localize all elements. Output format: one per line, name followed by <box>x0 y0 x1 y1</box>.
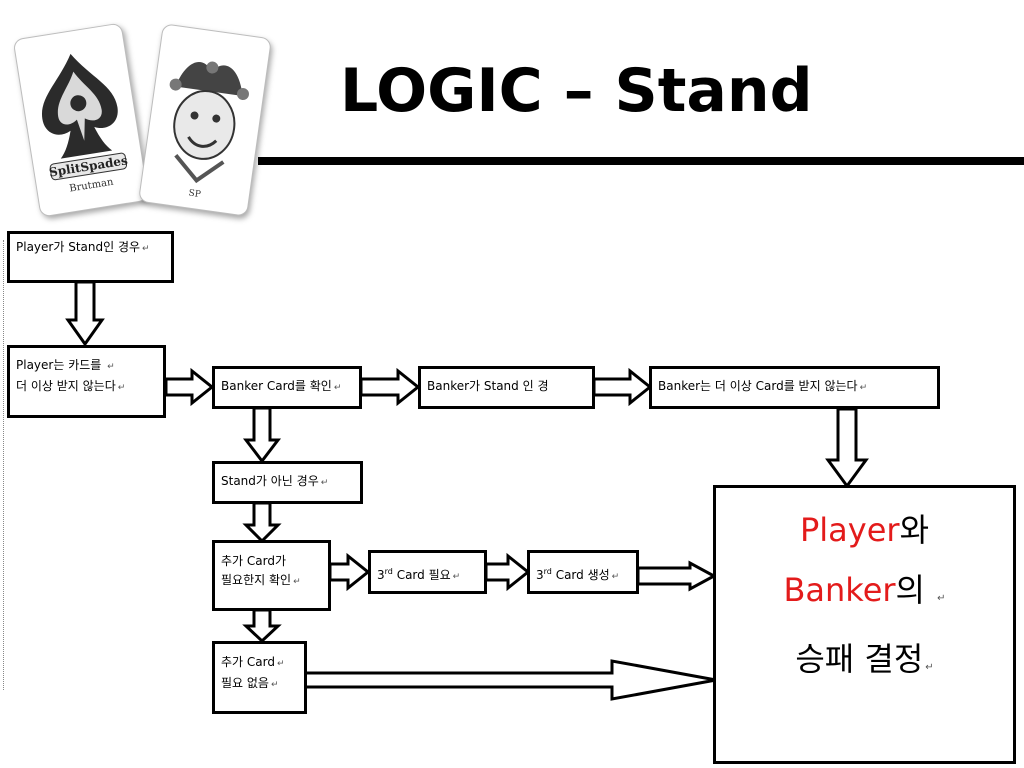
page-title: LOGIC – Stand <box>340 56 813 126</box>
svg-text:SP: SP <box>188 188 202 200</box>
third-card-create-box: 3rd Card 생성↵ <box>527 550 639 594</box>
arrow-right-to-third-create <box>484 552 531 592</box>
result-decision-box: Player와 Banker의 ↵ 승패 결정↵ <box>713 485 1016 764</box>
spade-card-image: SplitSpades Brutman <box>12 22 150 218</box>
arrow-down-player <box>65 280 105 347</box>
arrow-right-to-result-from-none <box>303 659 717 701</box>
jester-hat-icon <box>175 62 243 97</box>
arrow-right-to-result-from-third <box>636 560 718 592</box>
arrow-down-to-extra-none <box>242 608 282 644</box>
jester-face-icon <box>173 90 236 160</box>
arrow-right-to-banker-check <box>164 367 215 407</box>
title-underline <box>258 157 1024 165</box>
extra-card-none-box: 추가 Card↵ 필요 없음↵ <box>212 641 307 714</box>
not-stand-box: Stand가 아닌 경우↵ <box>212 461 363 504</box>
player-stand-box: Player가 Stand인 경우↵ <box>7 231 174 283</box>
arrow-right-to-banker-stand <box>359 367 421 407</box>
banker-no-more-cards-box: Banker는 더 이상 Card를 받지 않는다↵ <box>649 366 940 409</box>
arrow-down-to-not-stand <box>242 406 282 464</box>
arrow-right-to-third-needed <box>328 552 371 592</box>
jester-card-image: SP <box>138 23 272 217</box>
banker-stand-box: Banker가 Stand 인 경 <box>418 366 595 409</box>
banker-card-check-box: Banker Card를 확인↵ <box>212 366 362 409</box>
third-card-needed-box: 3rd Card 필요↵ <box>368 550 487 594</box>
arrow-down-to-extra-check <box>242 501 282 544</box>
extra-card-check-box: 추가 Card가 필요한지 확인↵ <box>212 540 331 611</box>
arrow-right-to-banker-no-more <box>592 367 653 407</box>
margin-guide-line <box>3 240 4 690</box>
arrow-down-to-result <box>825 407 869 489</box>
player-no-more-cards-box: Player는 카드를 ↵ 더 이상 받지 않는다↵ <box>7 345 166 418</box>
